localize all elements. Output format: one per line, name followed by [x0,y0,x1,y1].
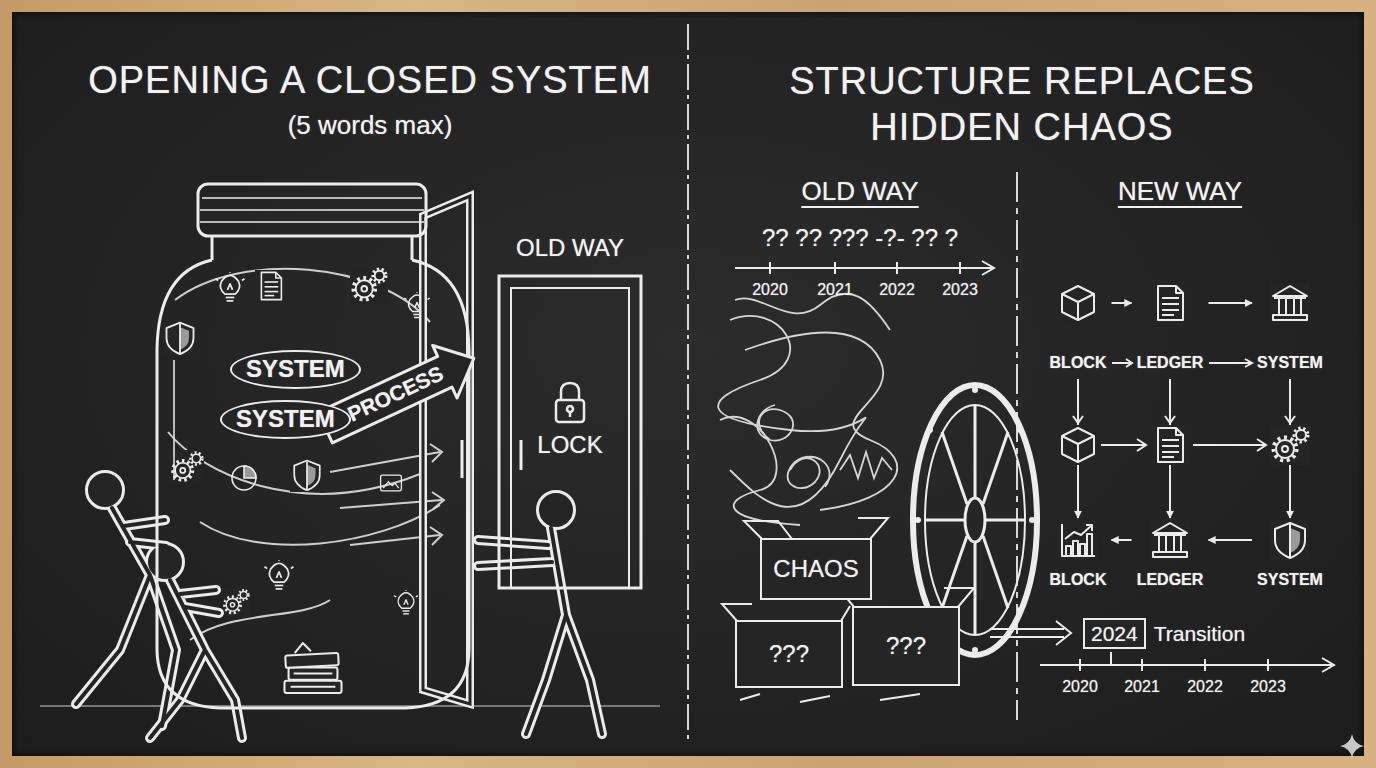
text-slot: (5 words max) [210,110,530,141]
section-heading: NEW WAY [1118,176,1242,207]
flow-icon [1150,520,1190,560]
node-outline [150,180,475,710]
watermark-star [1340,734,1364,758]
flow-icon [1270,520,1310,560]
question-marks: ?? ?? ??? -?- ?? ? [762,224,958,253]
flow-step: BLOCK [1047,283,1110,375]
middle-flow-arrows [1073,359,1295,451]
box-label: ??? [769,640,809,669]
text-slot: 2022 [865,280,929,299]
jar-contents [168,269,444,640]
text-slot: BLOCK [1047,570,1110,589]
step-label: SYSTEM [1257,353,1323,372]
text-slot: LOCK [495,431,645,460]
step-label: BLOCK [1050,353,1107,372]
year-box: 2024 [1083,618,1146,649]
text-slot: 2021 [1112,677,1172,696]
year-tick: 2023 [1250,677,1286,696]
year-tick: 2023 [942,280,978,299]
node-outline [495,232,645,590]
chaos-scribbles [718,294,897,525]
text-slot: ?? ?? ??? -?- ?? ? [715,224,1005,253]
step-label: LEDGER [1137,570,1204,589]
jar-container: SYSTEM SYSTEMPROCESS [150,180,475,710]
flow-icon [1270,283,1310,323]
flow-arrow [1112,302,1132,304]
panel-title: OPENING A CLOSED SYSTEM [88,58,652,104]
section-heading: OLD WAY [801,176,918,207]
step-label: BLOCK [1050,570,1107,589]
text-slot: NEW WAY [1080,176,1280,207]
box-label: CHAOS [773,555,858,584]
year-marker: 2024 Transition [1083,618,1245,649]
year-tick: 2021 [1124,677,1160,696]
text-slot: PROCESS [335,381,455,406]
flow-icon [1150,283,1190,323]
open-door-panel [423,196,470,704]
text-slot: LEDGER [1134,353,1207,372]
locked-door: OLD WAY LOCK [495,232,645,590]
mystery-box: ??? [852,606,960,686]
box-flaps [722,518,974,702]
flow-arrow [1209,302,1253,304]
year-tick: 2021 [817,280,853,299]
node-text: LOCK [537,431,602,460]
year-heading: Transition [1154,621,1245,646]
text-slot: STRUCTURE REPLACES HIDDEN CHAOS [752,58,1292,150]
node-text: SYSTEM [230,350,361,389]
text-slot: 2023 [1238,677,1298,696]
text-slot: OPENING A CLOSED SYSTEM [40,58,700,104]
text-slot: 2020 [738,280,802,299]
flow-arrow [1209,539,1253,541]
old-timeline [735,261,994,275]
text-slot: SYSTEM [1254,353,1326,372]
text-slot: 2023 [928,280,992,299]
flow-step: LEDGER [1134,283,1207,375]
text-slot: OLD WAY [495,234,645,263]
year-tick: 2020 [1062,677,1098,696]
flow-step: LEDGER [1134,520,1207,592]
text-slot: BLOCK [1047,353,1110,372]
node-text: OLD WAY [516,234,624,263]
text-slot: LEDGER [1134,570,1207,589]
floor-line [40,705,660,707]
pushing-figures [76,475,602,738]
text-slot: SYSTEM [220,400,351,439]
panel-title: STRUCTURE REPLACES HIDDEN CHAOS [752,58,1292,150]
year-tick: 2022 [879,280,915,299]
text-slot: SYSTEM [1254,570,1326,589]
text-slot: 2021 [803,280,867,299]
flow-icon [1058,520,1098,560]
flow-step: SYSTEM [1254,520,1326,592]
transition-timeline [990,621,1334,672]
mystery-box: ??? [735,620,843,688]
step-label: SYSTEM [1257,570,1323,589]
flow-icon [1058,283,1098,323]
flow-step: SYSTEM [1254,283,1326,375]
text-slot: 2020 [1050,677,1110,696]
year-tick: 2020 [752,280,788,299]
text-slot: OLD WAY [760,176,960,207]
year-tick: 2022 [1187,677,1223,696]
chaos-box: CHAOS [760,538,872,600]
step-label: LEDGER [1137,353,1204,372]
jar-icons [162,266,430,693]
flow-arrow [1112,539,1132,541]
node-text: SYSTEM [220,400,351,439]
lock-icon [556,383,584,422]
subtitle-note: (5 words max) [288,110,453,141]
box-label: ??? [886,632,926,661]
text-slot: SYSTEM [230,350,361,389]
middle-flow-icons [1058,425,1310,465]
text-slot: 2022 [1175,677,1235,696]
flow-step: BLOCK [1047,520,1110,592]
